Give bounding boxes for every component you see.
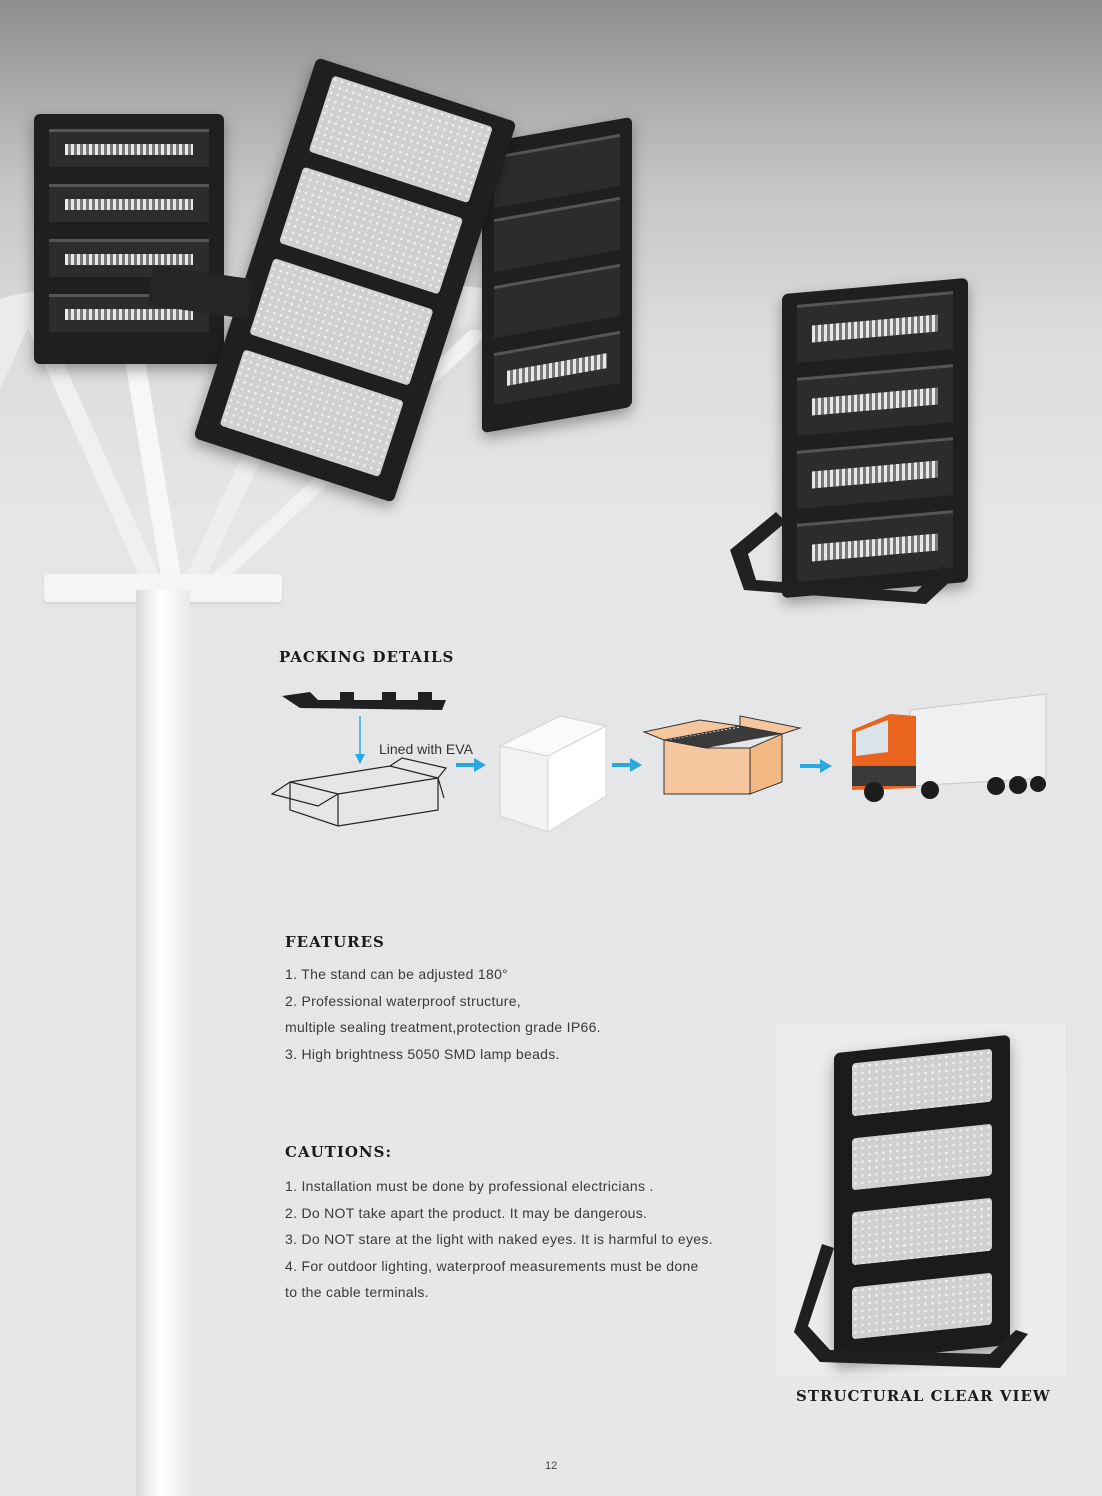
- arrow-right-icon: [456, 758, 486, 772]
- cautions-title: CAUTIONS:: [285, 1143, 392, 1161]
- cautions-list: 1. Installation must be done by professi…: [285, 1173, 713, 1306]
- features-line: 3. High brightness 5050 SMD lamp beads.: [285, 1045, 560, 1062]
- cautions-line: 2. Do NOT take apart the product. It may…: [285, 1204, 648, 1221]
- floodlight-back-left: [34, 114, 224, 364]
- truck-icon: [852, 693, 1047, 802]
- carton-box-icon: [642, 715, 802, 795]
- arrow-right-icon: [612, 758, 642, 772]
- cautions-line: to the cable terminals.: [285, 1284, 429, 1300]
- features-list: 1. The stand can be adjusted 180° 2. Pro…: [285, 961, 601, 1067]
- pole: [136, 590, 190, 1496]
- features-line: 1. The stand can be adjusted 180°: [285, 966, 509, 982]
- features-line: 2. Professional waterproof structure,: [285, 992, 521, 1009]
- eva-foam-icon: [498, 715, 608, 833]
- structural-view-caption: STRUCTURAL CLEAR VIEW: [796, 1387, 1051, 1405]
- cautions-line: 4. For outdoor lighting, waterproof meas…: [285, 1257, 699, 1274]
- features-line: multiple sealing treatment,protection gr…: [285, 1019, 601, 1035]
- open-box-outline-icon: [270, 757, 448, 827]
- arrow-right-icon: [800, 759, 832, 773]
- structural-view-image: [776, 1024, 1066, 1376]
- flat-floodlight-icon: [282, 692, 446, 710]
- page-number: 12: [545, 1460, 558, 1472]
- cautions-line: 1. Installation must be done by professi…: [285, 1178, 654, 1194]
- eva-label: Lined with EVA: [379, 741, 473, 757]
- down-arrow-icon: [355, 716, 365, 764]
- cautions-line: 3. Do NOT stare at the light with naked …: [285, 1231, 713, 1247]
- packing-details-title: PACKING DETAILS: [279, 648, 455, 666]
- floodlight-back-right: [482, 116, 632, 434]
- product-floodlight-stand: [730, 512, 956, 604]
- packing-diagram: [270, 692, 1047, 833]
- features-title: FEATURES: [285, 933, 385, 951]
